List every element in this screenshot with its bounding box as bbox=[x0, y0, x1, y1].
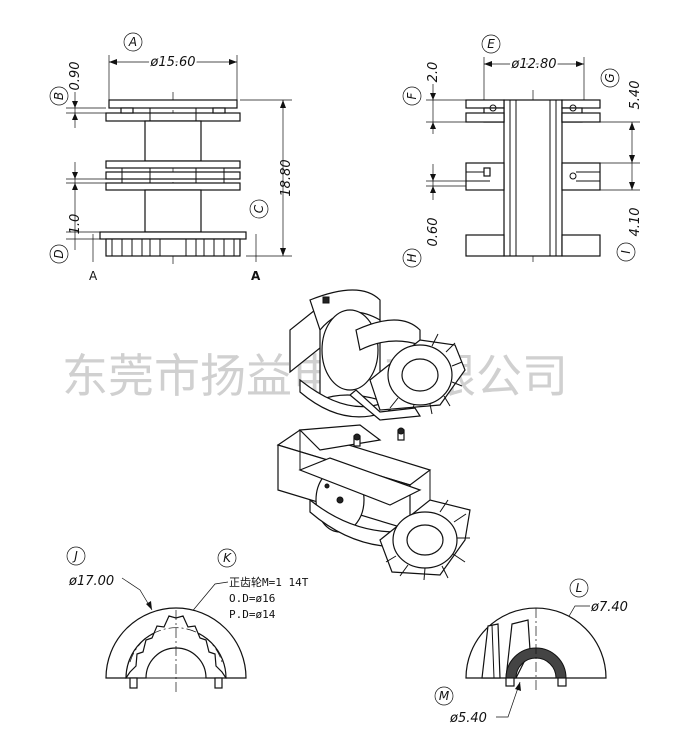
label-e: E bbox=[487, 37, 495, 51]
side-core bbox=[503, 99, 563, 257]
middle-flange-2 bbox=[105, 171, 241, 180]
dim-b: 0.90 bbox=[68, 62, 83, 91]
gear-view: J K ø17.00 正齿轮M=1 14T O.D=ø16 P.D=ø14 bbox=[66, 546, 309, 692]
dim-f: 2.0 bbox=[426, 62, 441, 83]
label-k: K bbox=[223, 551, 232, 565]
label-i: I bbox=[619, 250, 633, 254]
base-block bbox=[105, 238, 241, 257]
label-m: M bbox=[439, 689, 450, 703]
label-c: C bbox=[252, 204, 266, 213]
dim-i: 4.10 bbox=[628, 208, 643, 237]
dim-g: 5.40 bbox=[628, 81, 643, 110]
front-view: A ø15.60 bbox=[49, 32, 294, 283]
arrow-left bbox=[109, 59, 117, 65]
arrow-right bbox=[229, 59, 237, 65]
gear-od-dim: ø17.00 bbox=[68, 574, 114, 589]
top-flange bbox=[108, 99, 238, 109]
label-g: G bbox=[603, 73, 617, 82]
winding-core-upper bbox=[144, 120, 202, 162]
gear-note-1: 正齿轮M=1 14T bbox=[229, 575, 309, 589]
base-flange bbox=[99, 231, 247, 240]
dim-c: 18.80 bbox=[279, 159, 294, 196]
middle-flange-3 bbox=[105, 182, 241, 191]
dim-d: 1.0 bbox=[68, 214, 83, 235]
label-a: A bbox=[128, 35, 137, 49]
label-a-circle bbox=[123, 32, 143, 52]
clip-outer-dim: ø7.40 bbox=[590, 600, 628, 615]
upper-flange bbox=[105, 112, 241, 122]
gear-note-3: P.D=ø14 bbox=[229, 608, 276, 621]
front-width-dim: ø15.60 bbox=[149, 55, 195, 70]
label-l: L bbox=[576, 581, 583, 595]
dim-h: 0.60 bbox=[426, 218, 441, 247]
gear-note-2: O.D=ø16 bbox=[229, 592, 275, 605]
isometric-upper bbox=[289, 289, 466, 421]
label-d: D bbox=[52, 249, 66, 258]
middle-flange-1 bbox=[105, 160, 241, 169]
label-j: J bbox=[72, 549, 78, 563]
clip-inner-dim: ø5.40 bbox=[449, 711, 487, 726]
clip-view: L ø7.40 M ø5.40 bbox=[434, 578, 628, 726]
label-f: F bbox=[405, 91, 419, 99]
gear-outer-ring bbox=[105, 607, 247, 679]
isometric-lower bbox=[276, 424, 471, 581]
section-mark-right: A bbox=[251, 269, 261, 283]
section-mark-left: A bbox=[89, 269, 98, 283]
side-view: E ø12.80 bbox=[402, 34, 643, 268]
label-h: H bbox=[405, 253, 419, 262]
side-width-dim: ø12.80 bbox=[510, 57, 556, 72]
winding-core-lower bbox=[144, 189, 202, 233]
clip-body bbox=[465, 607, 607, 679]
label-b: B bbox=[52, 92, 66, 100]
